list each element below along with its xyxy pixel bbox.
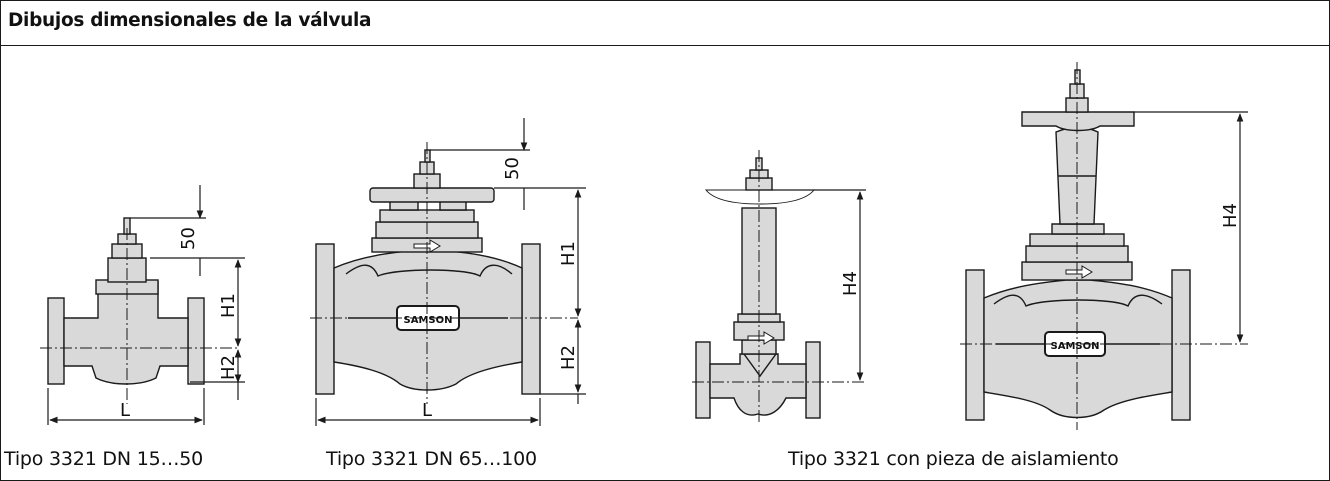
valve-large-dimensions [315, 118, 586, 426]
dim-label-h1-large: H1 [558, 241, 579, 266]
valve-small-dimensions [47, 185, 245, 425]
dim-label-h2-small: H2 [218, 355, 239, 380]
valve-insulated-large-drawing [960, 62, 1248, 430]
samson-label-insulated: SAMSON [1051, 341, 1100, 352]
dim-label-h1-small: H1 [218, 293, 239, 318]
dim-label-50-small: 50 [178, 227, 199, 250]
dim-label-50-large: 50 [502, 157, 523, 180]
caption-small-valve: Tipo 3321 DN 15…50 [4, 448, 204, 470]
valve-small-drawing [40, 217, 238, 404]
dim-label-h4-insulated-large: H4 [1220, 203, 1241, 228]
dim-label-h2-large: H2 [558, 345, 579, 370]
samson-label-large: SAMSON [404, 315, 453, 326]
caption-insulation-valve: Tipo 3321 con pieza de aislamiento [788, 448, 1119, 470]
dim-label-l-large: L [422, 400, 432, 421]
valve-insulated-large-dimensions [1134, 111, 1248, 343]
figure-header: Dibujos dimensionales de la válvula [1, 1, 1329, 46]
figure-title: Dibujos dimensionales de la válvula [8, 10, 372, 31]
valve-insulated-small-dimensions [772, 189, 866, 381]
caption-large-valve: Tipo 3321 DN 65…100 [326, 448, 537, 470]
dim-label-l-small: L [120, 400, 130, 421]
valve-insulated-small-drawing [692, 150, 866, 424]
dim-label-h4-insulated-small: H4 [840, 271, 861, 296]
valve-large-drawing [310, 142, 578, 404]
